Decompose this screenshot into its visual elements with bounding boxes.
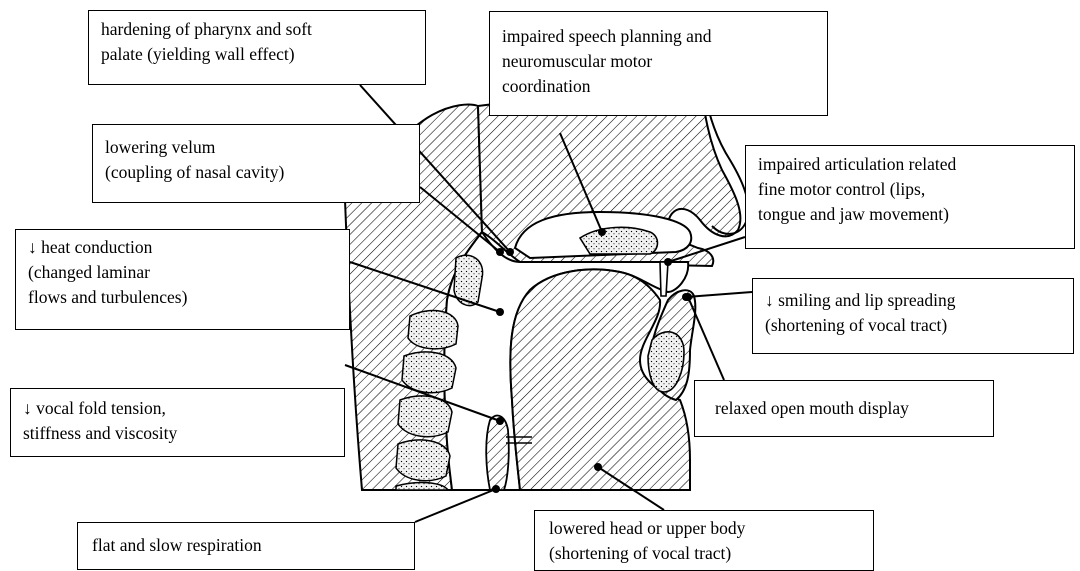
label-articulation-line-1: impaired articulation related <box>758 152 1064 177</box>
label-heat-line-1: ↓ heat conduction <box>28 235 339 260</box>
label-heat-line-2: (changed laminar <box>28 260 339 285</box>
epiglottis <box>486 415 509 490</box>
endpoint-heat <box>496 308 504 316</box>
label-speech-planning: impaired speech planning and neuromuscul… <box>489 11 828 116</box>
label-smiling-line-2: (shortening of vocal tract) <box>765 313 1063 338</box>
label-pharynx-line-1: hardening of pharynx and soft <box>101 17 415 42</box>
label-smiling-lip-spreading: ↓ smiling and lip spreading (shortening … <box>752 278 1074 354</box>
label-velum-lowering: lowering velum (coupling of nasal cavity… <box>92 124 420 203</box>
label-head-line-1: lowered head or upper body <box>549 516 863 541</box>
label-lowered-head: lowered head or upper body (shortening o… <box>534 510 874 571</box>
label-speech-line-1: impaired speech planning and <box>502 24 817 49</box>
label-respiration-line-1: flat and slow respiration <box>92 533 404 558</box>
vertebra-c4 <box>398 396 452 437</box>
label-mouth-line-1: relaxed open mouth display <box>715 396 983 421</box>
label-flat-slow-respiration: flat and slow respiration <box>77 522 415 570</box>
leader-respiration <box>415 489 496 522</box>
endpoint-respiration <box>492 485 500 493</box>
label-articulation-line-3: tongue and jaw movement) <box>758 202 1064 227</box>
label-velum-line-1: lowering velum <box>105 135 409 160</box>
label-speech-line-3: coordination <box>502 74 817 99</box>
label-articulation-control: impaired articulation related fine motor… <box>745 145 1075 249</box>
label-head-line-2: (shortening of vocal tract) <box>549 541 863 566</box>
endpoint-vocal-fold <box>496 417 504 425</box>
label-pharynx-line-2: palate (yielding wall effect) <box>101 42 415 67</box>
label-velum-line-2: (coupling of nasal cavity) <box>105 160 409 185</box>
endpoint-mouth <box>684 293 692 301</box>
label-articulation-line-2: fine motor control (lips, <box>758 177 1064 202</box>
label-vocal-fold-line-2: stiffness and viscosity <box>23 421 334 446</box>
vertebra-c5 <box>396 440 450 481</box>
label-heat-conduction: ↓ heat conduction (changed laminar flows… <box>15 229 350 330</box>
label-speech-line-2: neuromuscular motor <box>502 49 817 74</box>
label-vocal-fold-line-1: ↓ vocal fold tension, <box>23 396 334 421</box>
label-smiling-line-1: ↓ smiling and lip spreading <box>765 288 1063 313</box>
upper-incisor <box>660 262 668 296</box>
vertebra-c2 <box>408 311 458 349</box>
endpoint-pharynx <box>506 248 514 256</box>
endpoint-velum <box>496 248 504 256</box>
endpoint-articulation <box>664 258 672 266</box>
hard-palate-bone <box>580 227 658 254</box>
vertebra-c3 <box>402 352 456 393</box>
endpoint-head <box>594 463 602 471</box>
leader-mouth <box>688 297 724 380</box>
leader-smiling <box>686 292 752 297</box>
label-vocal-fold-tension: ↓ vocal fold tension, stiffness and visc… <box>10 388 345 457</box>
label-pharynx-hardening: hardening of pharynx and soft palate (yi… <box>88 10 426 85</box>
label-relaxed-open-mouth: relaxed open mouth display <box>694 380 994 437</box>
label-heat-line-3: flows and turbulences) <box>28 285 339 310</box>
endpoint-speech-planning <box>598 228 606 236</box>
